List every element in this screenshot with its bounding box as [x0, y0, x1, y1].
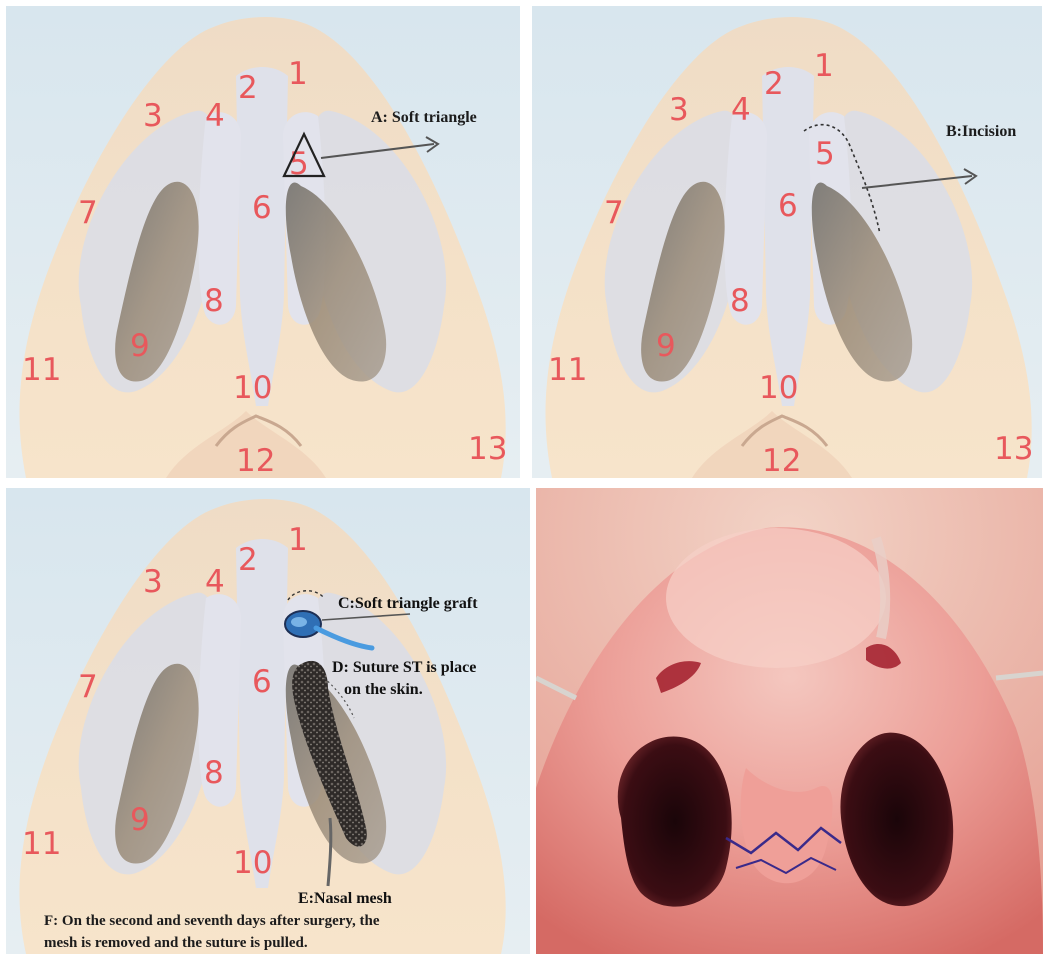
diagram-panel-b: 1 2 3 4 5 6 7 8 9 10 11 12 13 B:Incision — [532, 6, 1042, 478]
label-4: 4 — [205, 564, 225, 600]
label-12: 12 — [236, 443, 275, 478]
label-1: 1 — [288, 56, 308, 92]
label-3: 3 — [143, 98, 163, 134]
label-2: 2 — [238, 70, 258, 106]
clinical-photo-panel — [536, 488, 1043, 954]
label-4: 4 — [205, 98, 225, 134]
clinical-photo — [536, 488, 1043, 954]
label-6: 6 — [252, 664, 272, 700]
label-1: 1 — [288, 522, 308, 558]
annotation-f-line1: F: On the second and seventh days after … — [44, 913, 380, 929]
label-5: 5 — [815, 136, 835, 172]
graft-highlight — [291, 617, 307, 627]
label-7: 7 — [604, 195, 624, 231]
label-6: 6 — [252, 190, 272, 226]
label-2: 2 — [764, 66, 784, 102]
label-3: 3 — [143, 564, 163, 600]
label-2: 2 — [238, 542, 258, 578]
label-11: 11 — [22, 352, 61, 388]
left-nostril — [618, 736, 732, 906]
label-10: 10 — [233, 845, 272, 881]
label-13: 13 — [468, 431, 507, 467]
label-9: 9 — [130, 802, 150, 838]
annotation-e: E:Nasal mesh — [298, 890, 392, 907]
label-8: 8 — [204, 755, 224, 791]
label-11: 11 — [548, 352, 587, 388]
label-4: 4 — [731, 92, 751, 128]
nose-tip-highlight — [666, 528, 886, 668]
label-11: 11 — [22, 826, 61, 862]
diagram-panel-a: 1 2 3 4 5 6 7 8 9 10 11 12 13 A: Soft tr… — [6, 6, 520, 478]
label-1: 1 — [814, 48, 834, 84]
annotation-f-line2: mesh is removed and the suture is pulled… — [44, 935, 308, 951]
annotation-c: C:Soft triangle graft — [338, 595, 478, 612]
annotation-d-line2: on the skin. — [344, 681, 423, 698]
label-9: 9 — [130, 328, 150, 364]
label-3: 3 — [669, 92, 689, 128]
label-7: 7 — [78, 669, 98, 705]
nose-diagram-b: 1 2 3 4 5 6 7 8 9 10 11 12 13 B:Incision — [532, 6, 1042, 478]
label-8: 8 — [730, 283, 750, 319]
diagram-panel-c: 1 2 3 4 6 7 8 9 10 11 C:Soft triangle gr… — [6, 488, 530, 954]
label-10: 10 — [233, 370, 272, 406]
annotation-a: A: Soft triangle — [371, 109, 477, 126]
label-10: 10 — [759, 370, 798, 406]
annotation-b: B:Incision — [946, 123, 1016, 140]
nose-diagram-c: 1 2 3 4 6 7 8 9 10 11 C:Soft triangle gr… — [6, 488, 530, 954]
label-12: 12 — [762, 443, 801, 478]
label-6: 6 — [778, 188, 798, 224]
label-8: 8 — [204, 283, 224, 319]
label-9: 9 — [656, 328, 676, 364]
annotation-d-line1: D: Suture ST is place — [332, 659, 476, 676]
nose-diagram-a: 1 2 3 4 5 6 7 8 9 10 11 12 13 A: Soft tr… — [6, 6, 520, 478]
label-7: 7 — [78, 195, 98, 231]
label-13: 13 — [994, 431, 1033, 467]
